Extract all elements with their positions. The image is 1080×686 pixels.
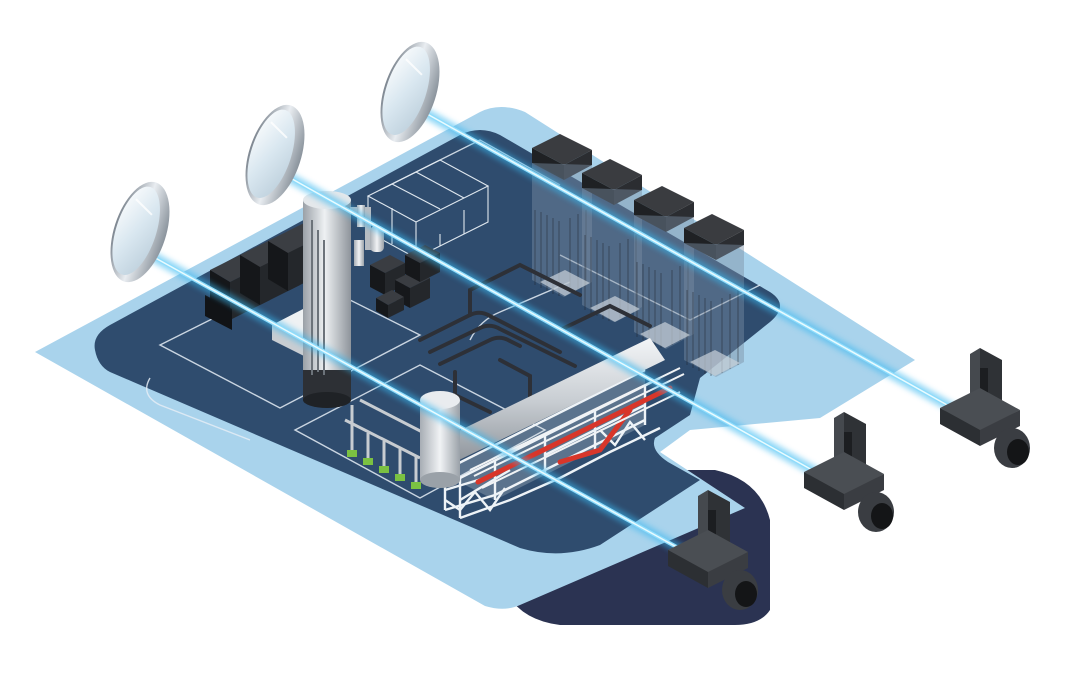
mirror-3 [380, 41, 440, 143]
laser-beam-2 [282, 170, 833, 485]
laser-beams [147, 105, 968, 565]
mirror-1 [110, 181, 170, 283]
mirror-2 [245, 104, 305, 206]
cooling-tower [634, 186, 694, 349]
laser-beam-3 [417, 105, 968, 420]
cooling-tower [684, 214, 744, 377]
mirrors [110, 41, 440, 283]
laser-beam-1 [147, 250, 703, 565]
pipe-network [418, 262, 652, 414]
laser-emitter-3 [940, 348, 1030, 468]
laser-emitter-1 [668, 490, 758, 610]
inner-platform [94, 130, 781, 554]
laser-emitter-2 [804, 412, 894, 532]
valve-manifold [344, 398, 431, 489]
laser-emitters [668, 348, 1030, 610]
